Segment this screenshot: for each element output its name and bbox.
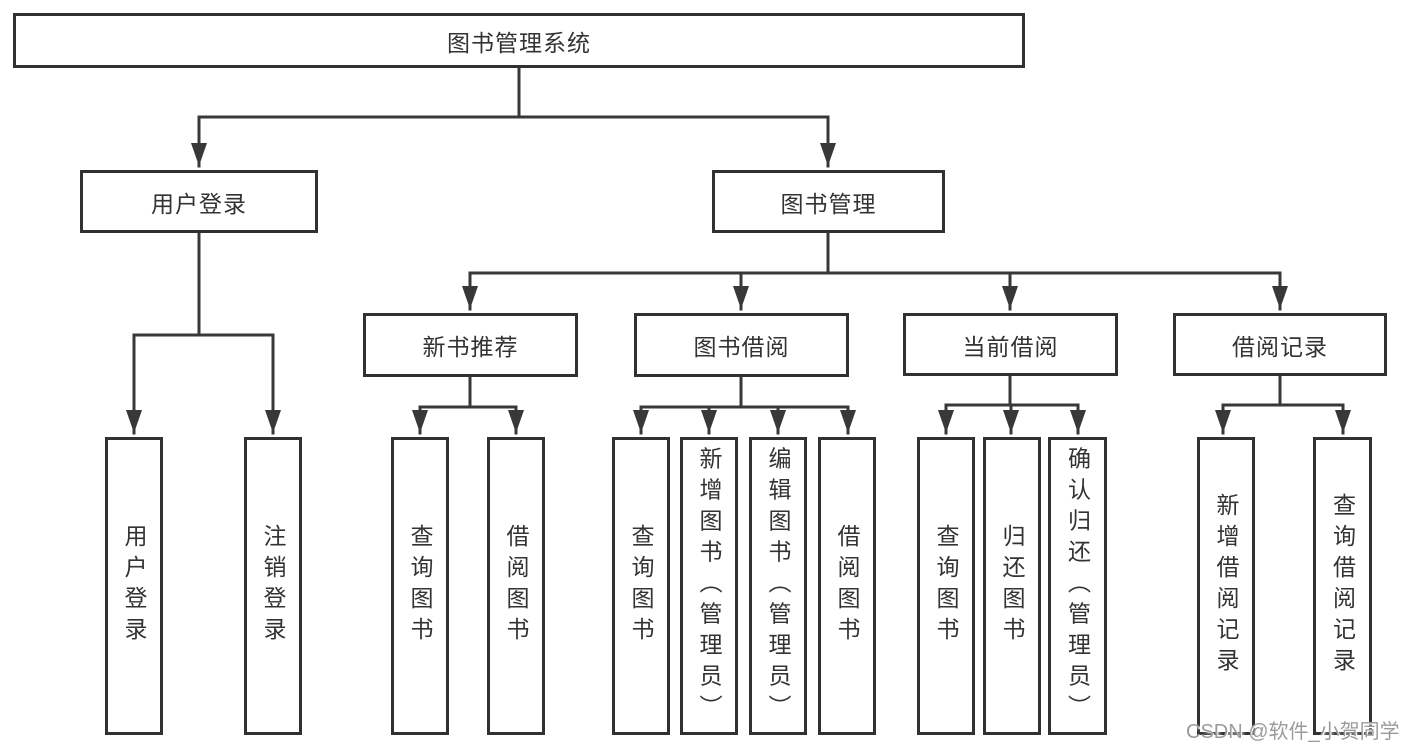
node-book-management: 图书管理 [712,170,945,233]
watermark: CSDN @软件_小贺同学 [1186,721,1400,743]
leaf-query-books-borrowing: 查询图书 [612,437,670,735]
leaf-borrow-books-recommendation: 借阅图书 [487,437,545,735]
node-book-borrowing: 图书借阅 [634,313,849,377]
connector-current-borrow-to-leaves [938,374,1086,435]
leaf-query-books-recommendation: 查询图书 [391,437,449,735]
leaf-borrow-books-borrowing-label: 借阅图书 [834,524,860,648]
leaf-logout: 注销登录 [244,437,302,735]
leaf-add-borrowing-record: 新增借阅记录 [1197,437,1255,735]
leaf-edit-books-admin: 编辑图书（管理员） [749,437,807,735]
leaf-query-books-recommendation-label: 查询图书 [407,524,433,648]
connector-book-borrow-to-leaves [633,375,856,435]
connector-new-rec-to-leaves [412,375,524,435]
leaf-query-books-current: 查询图书 [917,437,975,735]
leaf-borrow-books-recommendation-label: 借阅图书 [503,524,529,648]
leaf-add-books-admin-label: 新增图书（管理员） [696,446,722,726]
node-current-borrowing: 当前借阅 [903,313,1118,376]
leaf-query-books-current-label: 查询图书 [933,524,959,648]
node-borrowing-records: 借阅记录 [1173,313,1387,376]
leaf-return-books: 归还图书 [983,437,1041,735]
node-library-system: 图书管理系统 [13,13,1025,68]
leaf-return-books-label: 归还图书 [999,524,1025,648]
node-new-book-recommendation: 新书推荐 [363,313,578,377]
leaf-add-borrowing-record-label: 新增借阅记录 [1213,493,1239,679]
leaf-query-borrowing-record-label: 查询借阅记录 [1329,493,1356,679]
leaf-query-books-borrowing-label: 查询图书 [628,524,654,648]
connector-user-login-to-leaves [126,231,281,435]
leaf-user-login-label: 用户登录 [121,524,147,648]
leaf-confirm-return-admin-label: 确认归还（管理员） [1064,446,1091,726]
connector-book-mgmt-to-level2 [462,231,1288,311]
connector-borrow-record-to-leaves [1215,374,1351,435]
leaf-edit-books-admin-label: 编辑图书（管理员） [765,446,791,726]
leaf-borrow-books-borrowing: 借阅图书 [818,437,876,735]
leaf-add-books-admin: 新增图书（管理员） [680,437,738,735]
leaf-query-borrowing-record: 查询借阅记录 [1313,437,1372,735]
leaf-confirm-return-admin: 确认归还（管理员） [1048,437,1107,735]
leaf-logout-label: 注销登录 [260,524,286,648]
connector-root-to-level1 [191,66,836,168]
leaf-user-login: 用户登录 [105,437,163,735]
node-user-login: 用户登录 [80,170,318,233]
